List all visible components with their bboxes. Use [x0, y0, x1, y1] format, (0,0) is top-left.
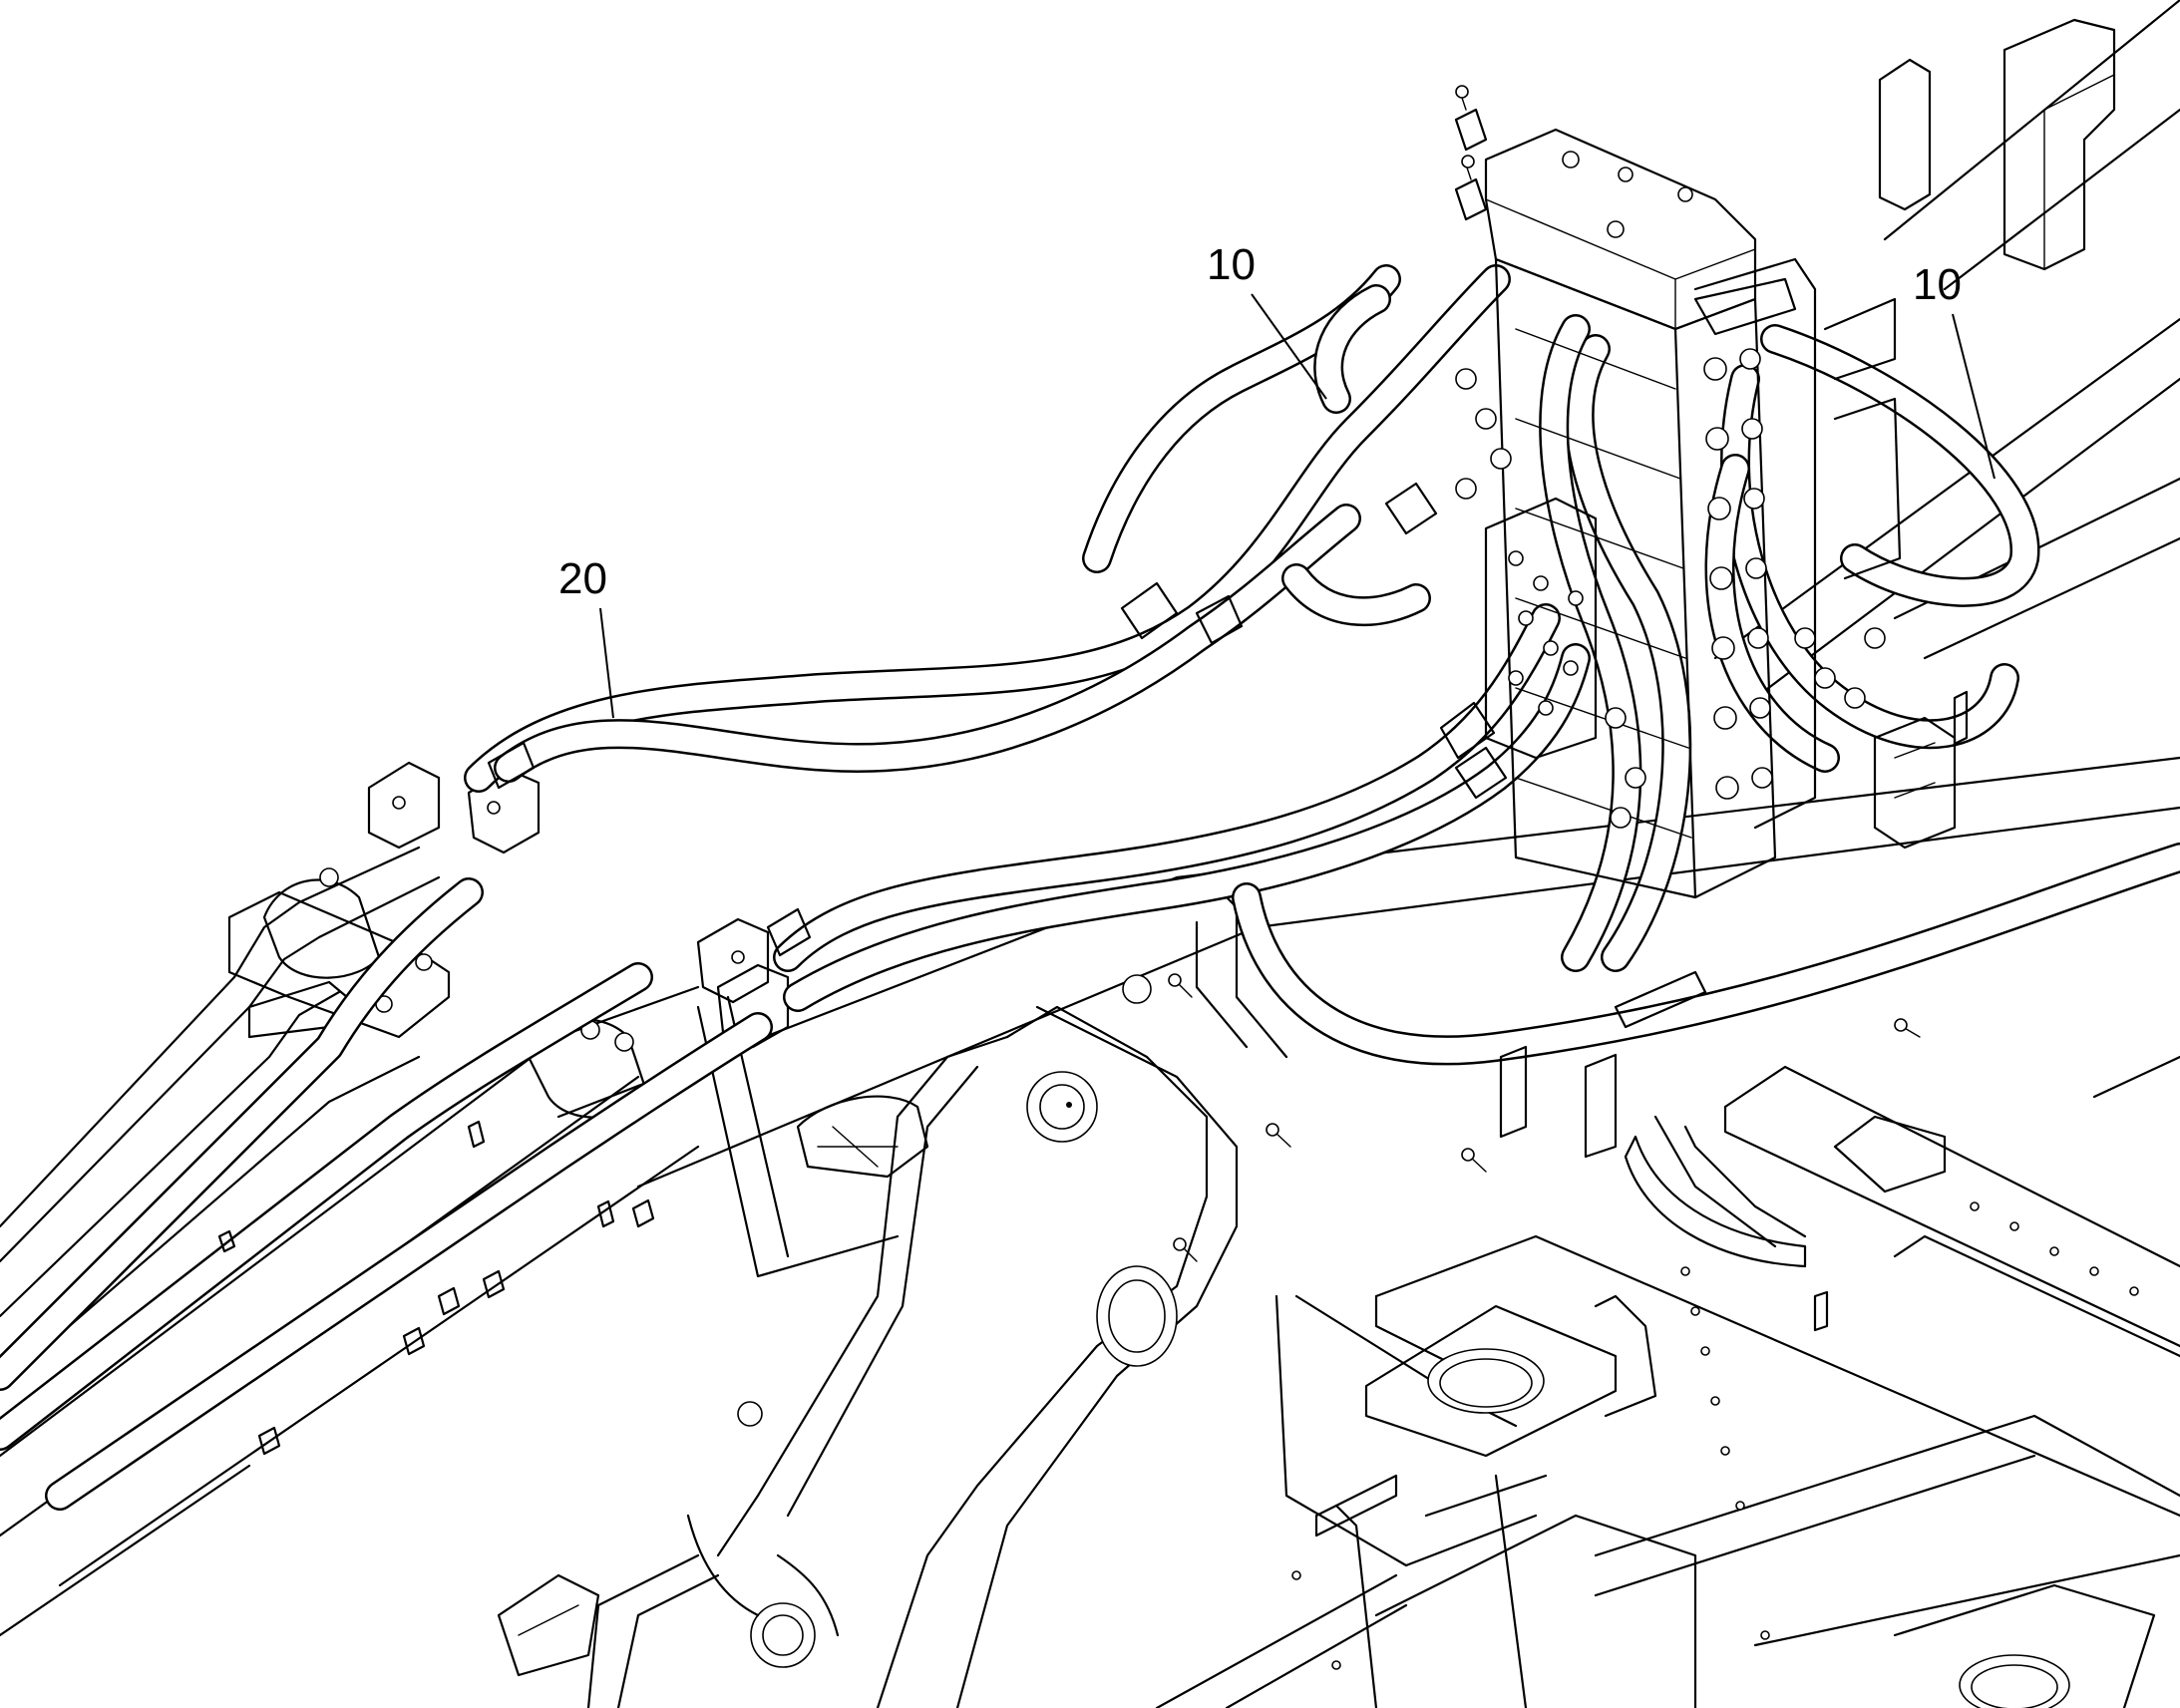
callout-label-20: 20 — [558, 554, 607, 603]
leader-line — [599, 607, 614, 719]
hose-ferrules — [487, 482, 1508, 957]
callout-20: 20 — [558, 554, 614, 719]
callout-10-center: 10 — [1207, 240, 1327, 400]
hydraulic-hoses — [0, 264, 2180, 1511]
valve-fittings — [1455, 151, 1886, 829]
leader-line — [1251, 293, 1327, 400]
leader-line — [1952, 313, 1996, 480]
callout-label-10: 10 — [1207, 240, 1256, 289]
boom-arm — [586, 875, 1288, 1708]
callout-label-10: 10 — [1913, 260, 1962, 309]
bolts-and-pins — [217, 690, 2139, 1670]
lower-left-fittings — [497, 1095, 929, 1677]
callout-10-right: 10 — [1913, 260, 1996, 480]
control-valve-assembly — [1454, 85, 1957, 899]
